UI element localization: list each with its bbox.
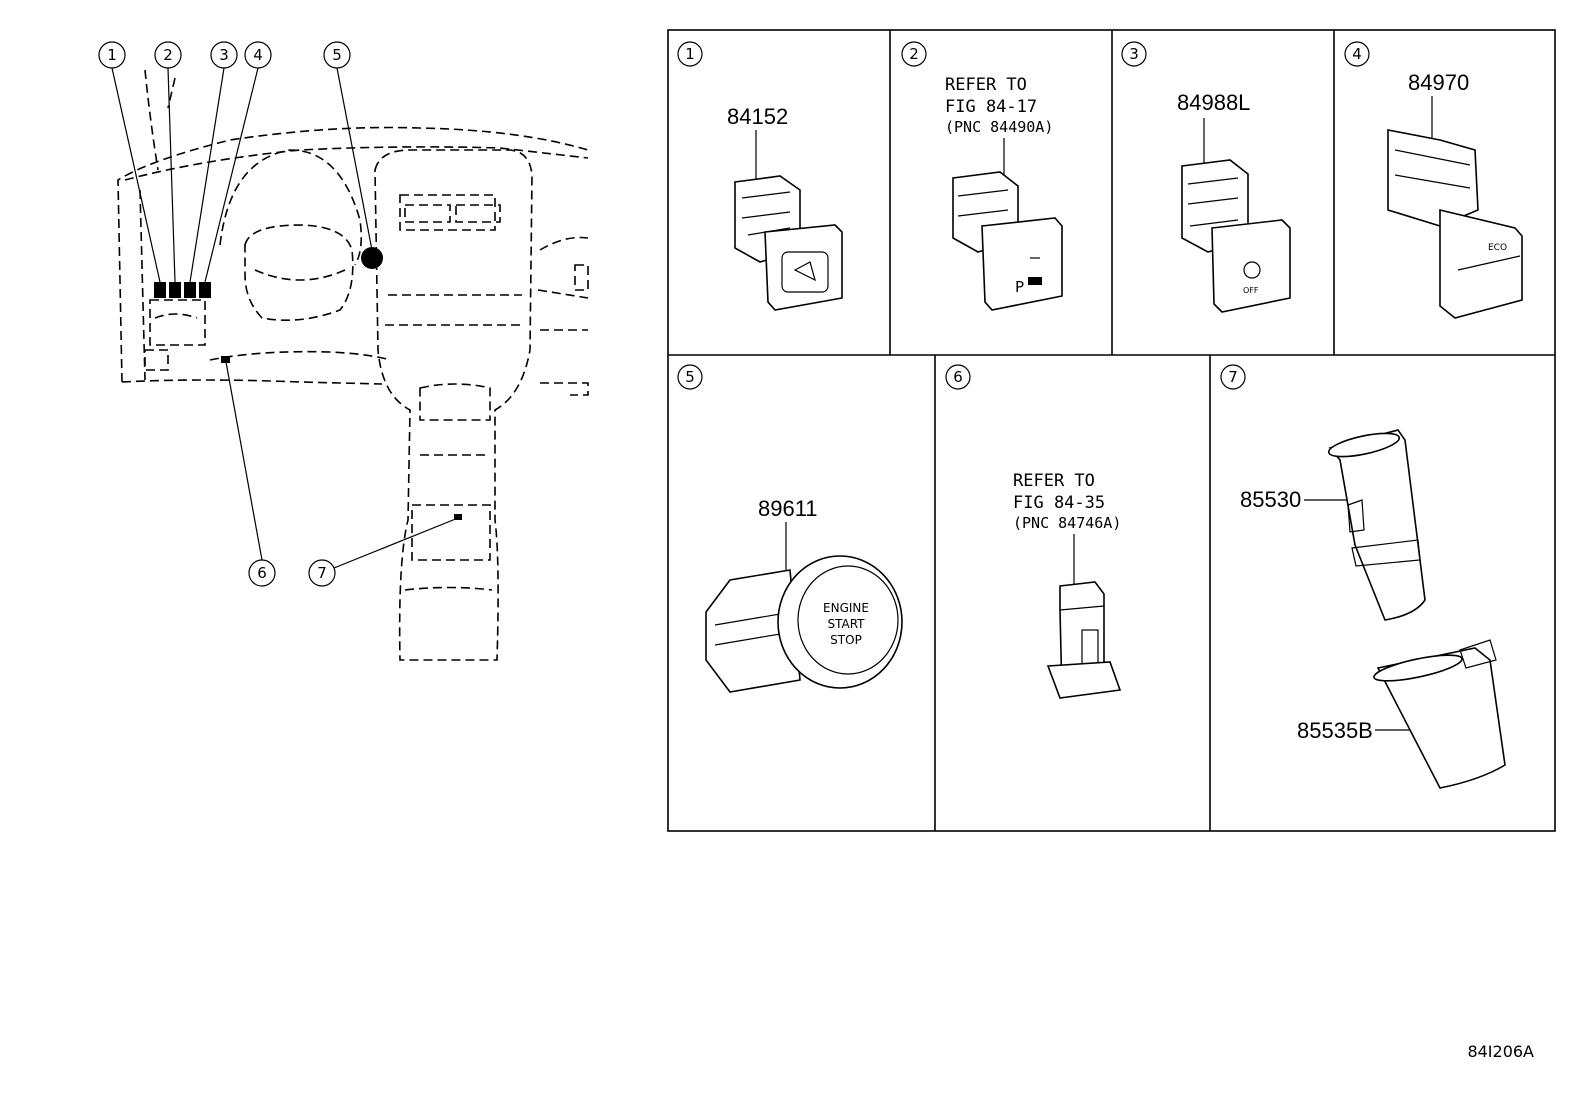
panel-3-number: 3 <box>1129 45 1139 63</box>
panel-6-connector: REFER TO FIG 84-35 (PNC 84746A) <box>1013 471 1121 699</box>
figure-code: 84I206A <box>1467 1042 1534 1061</box>
panel-6-number: 6 <box>953 368 963 386</box>
engine-label: ENGINE <box>823 601 869 615</box>
callout-6: 6 <box>257 564 267 582</box>
panel-6-ref-line3: (PNC 84746A) <box>1013 514 1121 532</box>
part-number-85530: 85530 <box>1240 487 1301 512</box>
panel-5-number: 5 <box>685 368 695 386</box>
part-number-89611: 89611 <box>758 496 818 521</box>
panel-2-switch: REFER TO FIG 84-17 (PNC 84490A) P <box>945 75 1063 311</box>
callout-4: 4 <box>253 46 263 64</box>
stop-label: STOP <box>830 633 862 647</box>
panel-4-number: 4 <box>1352 45 1362 63</box>
part-number-84988L: 84988L <box>1177 90 1250 115</box>
panel-2-ref-line3: (PNC 84490A) <box>945 118 1053 136</box>
callout-1: 1 <box>107 46 117 64</box>
panel-2-number: 2 <box>909 45 919 63</box>
panel-2-ref-line2: FIG 84-17 <box>945 97 1037 117</box>
off-label: OFF <box>1243 286 1259 295</box>
panel-3-switch: 84988L OFF <box>1177 90 1291 313</box>
callout-2: 2 <box>163 46 173 64</box>
start-label: START <box>827 617 865 631</box>
panel-2-ref-line1: REFER TO <box>945 75 1027 95</box>
callout-7: 7 <box>317 564 327 582</box>
parts-grid: 1 2 3 4 5 6 7 84152 REFER TO FIG 84-17 (… <box>667 29 1556 832</box>
panel-7-parts: 85530 85535B <box>1240 429 1506 789</box>
part-number-85535B: 85535B <box>1297 718 1373 743</box>
panel-1-number: 1 <box>685 45 695 63</box>
callout-circles: 1 2 3 4 5 6 7 <box>98 41 351 587</box>
eco-label: ECO <box>1488 243 1507 253</box>
panel-6-ref-line2: FIG 84-35 <box>1013 493 1105 513</box>
callout-5: 5 <box>332 46 342 64</box>
panel-4-switch: 84970 ECO <box>1387 70 1523 319</box>
part-number-84970: 84970 <box>1408 70 1469 95</box>
dashboard-locator: 1 2 3 4 5 6 7 <box>98 41 589 661</box>
panel-1-switch: 84152 <box>727 104 843 311</box>
panel-7-number: 7 <box>1228 368 1238 386</box>
callout-3: 3 <box>219 46 229 64</box>
panel-5-start-button: 89611 ENGINE START STOP <box>705 496 903 693</box>
panel-6-ref-line1: REFER TO <box>1013 471 1095 491</box>
leader-lines <box>111 67 459 569</box>
part-number-84152: 84152 <box>727 104 788 129</box>
svg-text:P: P <box>1015 278 1024 296</box>
